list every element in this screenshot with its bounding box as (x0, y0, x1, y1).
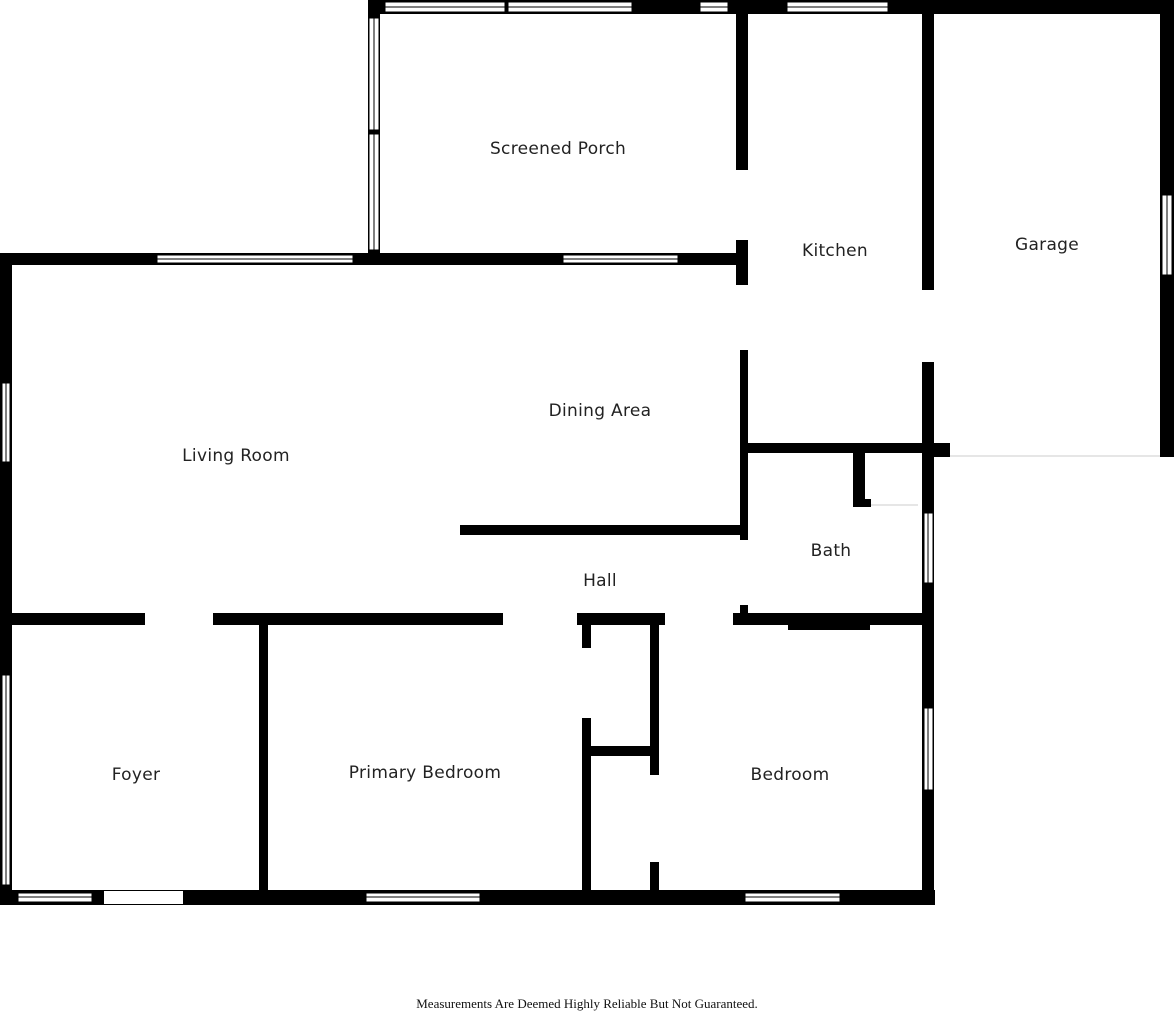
room-label-hall: Hall (583, 571, 617, 591)
disclaimer-text: Measurements Are Deemed Highly Reliable … (416, 996, 758, 1011)
room-label-foyer: Foyer (111, 765, 161, 785)
windows (1, 1, 1173, 904)
room-label-bath: Bath (810, 541, 852, 561)
room-label-kitchen: Kitchen (802, 241, 868, 261)
room-label-screened-porch: Screened Porch (489, 139, 627, 159)
room-label-bedroom: Bedroom (750, 765, 830, 785)
room-label-garage: Garage (1014, 235, 1080, 255)
walls (0, 0, 1174, 905)
room-label-living-room: Living Room (182, 446, 290, 466)
room-label-dining-area: Dining Area (548, 401, 652, 421)
room-label-primary-bedroom: Primary Bedroom (348, 763, 502, 783)
